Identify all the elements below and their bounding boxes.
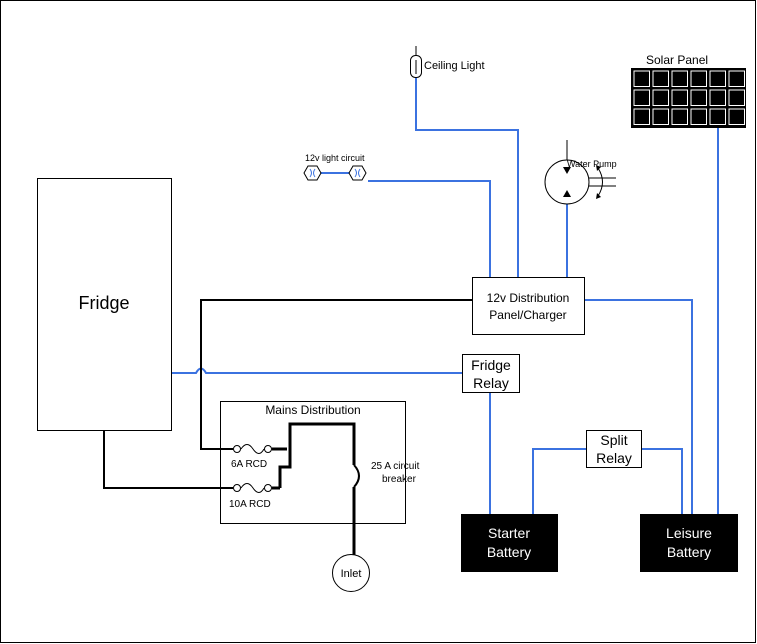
fuse-icon-terminal [264,484,272,492]
solar-cell [652,70,669,87]
distribution-panel-box [472,277,585,335]
dc-wiring [172,78,719,514]
pump-icon [544,159,590,205]
water-pump: Water Pump [544,140,617,205]
starter-battery-label-line1: Starter [488,525,530,541]
solar-cell [728,70,745,87]
solar-cell [709,89,726,106]
fridge-box [37,178,172,431]
pump-icon-rotation-arrow [596,165,601,171]
mains-distribution-box [220,401,406,524]
breaker-label-line2: breaker [382,474,417,485]
mains-distribution-label: Mains Distribution [265,403,360,417]
fuse-icon-terminal [264,445,272,453]
wire-fridge-relay [172,367,462,374]
wire-starter-split [532,448,586,514]
solar-cell [652,108,669,125]
solar-cell [633,70,650,87]
distribution-panel-label-line2: Panel/Charger [489,308,566,322]
solar-panel-cells [633,70,745,125]
ac-wiring [103,299,472,489]
fridge-relay-label-line2: Relay [473,375,509,391]
solar-panel-icon [631,68,746,128]
circuit-breaker-icon [353,464,360,488]
breaker-label-line1: 25 A circuit [371,461,420,472]
light-fitting-icon [348,165,367,181]
rcd-10a-label: 10A RCD [229,499,271,510]
fuse-6a: 6A RCD [231,444,272,470]
wire-ceiling-light [415,78,519,277]
solar-cell [690,108,707,125]
circuit-breaker: 25 A circuit breaker [353,461,420,488]
mains-bus [272,422,356,556]
wire-distribution-6a [200,299,472,450]
fridge-label: Fridge [78,293,129,313]
solar-cell [690,70,707,87]
solar-panel-label: Solar Panel [646,53,708,67]
fuse-10a: 10A RCD [229,483,272,510]
fuse-icon-terminal [233,484,241,492]
solar-cell [671,108,688,125]
pump-icon-rotation [597,167,603,197]
pump-icon-rotation-arrow [596,193,601,199]
split-relay-label-line1: Split [600,432,627,448]
solar-cell [728,108,745,125]
wire-bus-vertical [278,422,356,488]
light-circuit: 12v light circuit [303,153,367,181]
solar-cell [728,89,745,106]
fridge-relay-label-line1: Fridge [471,357,511,373]
leisure-battery-box [640,514,738,572]
water-pump-label: Water Pump [567,159,617,169]
split-relay-box [586,430,642,468]
solar-cell [709,108,726,125]
wire-split-leisure [641,448,683,514]
wire-distribution-leisure [585,299,693,514]
solar-cell [671,70,688,87]
split-relay-label-line2: Relay [596,450,632,466]
fuse-icon [240,444,265,454]
starter-battery-label-line2: Battery [487,544,531,560]
solar-cell [652,89,669,106]
leisure-battery-label-line2: Battery [667,544,711,560]
distribution-panel-label-line1: 12v Distribution [487,291,570,305]
pump-icon-arrow [563,167,571,174]
solar-cell [690,89,707,106]
solar-panel: Solar Panel [631,53,746,128]
pump-icon-arrow [563,190,571,197]
solar-cell [633,108,650,125]
solar-cell [709,70,726,87]
fridge-relay-box [462,354,520,393]
solar-cell [633,89,650,106]
solar-cell [671,89,688,106]
wire-light-circuit [368,180,491,277]
light-circuit-label: 12v light circuit [305,153,365,163]
fuse-icon [240,483,265,493]
starter-battery-box [461,514,558,572]
light-fitting-icon [303,165,322,181]
light-fitting-glyph [309,168,316,178]
wire-fridge-10a [103,431,233,489]
inlet-icon [332,554,370,592]
inlet-label: Inlet [341,568,362,580]
fuse-icon-terminal [233,445,241,453]
leisure-battery-label-line1: Leisure [666,525,712,541]
ceiling-light: Ceiling Light [410,46,485,78]
ceiling-light-label: Ceiling Light [424,60,485,72]
rcd-6a-label: 6A RCD [231,459,267,470]
light-fitting-glyph [354,168,361,178]
